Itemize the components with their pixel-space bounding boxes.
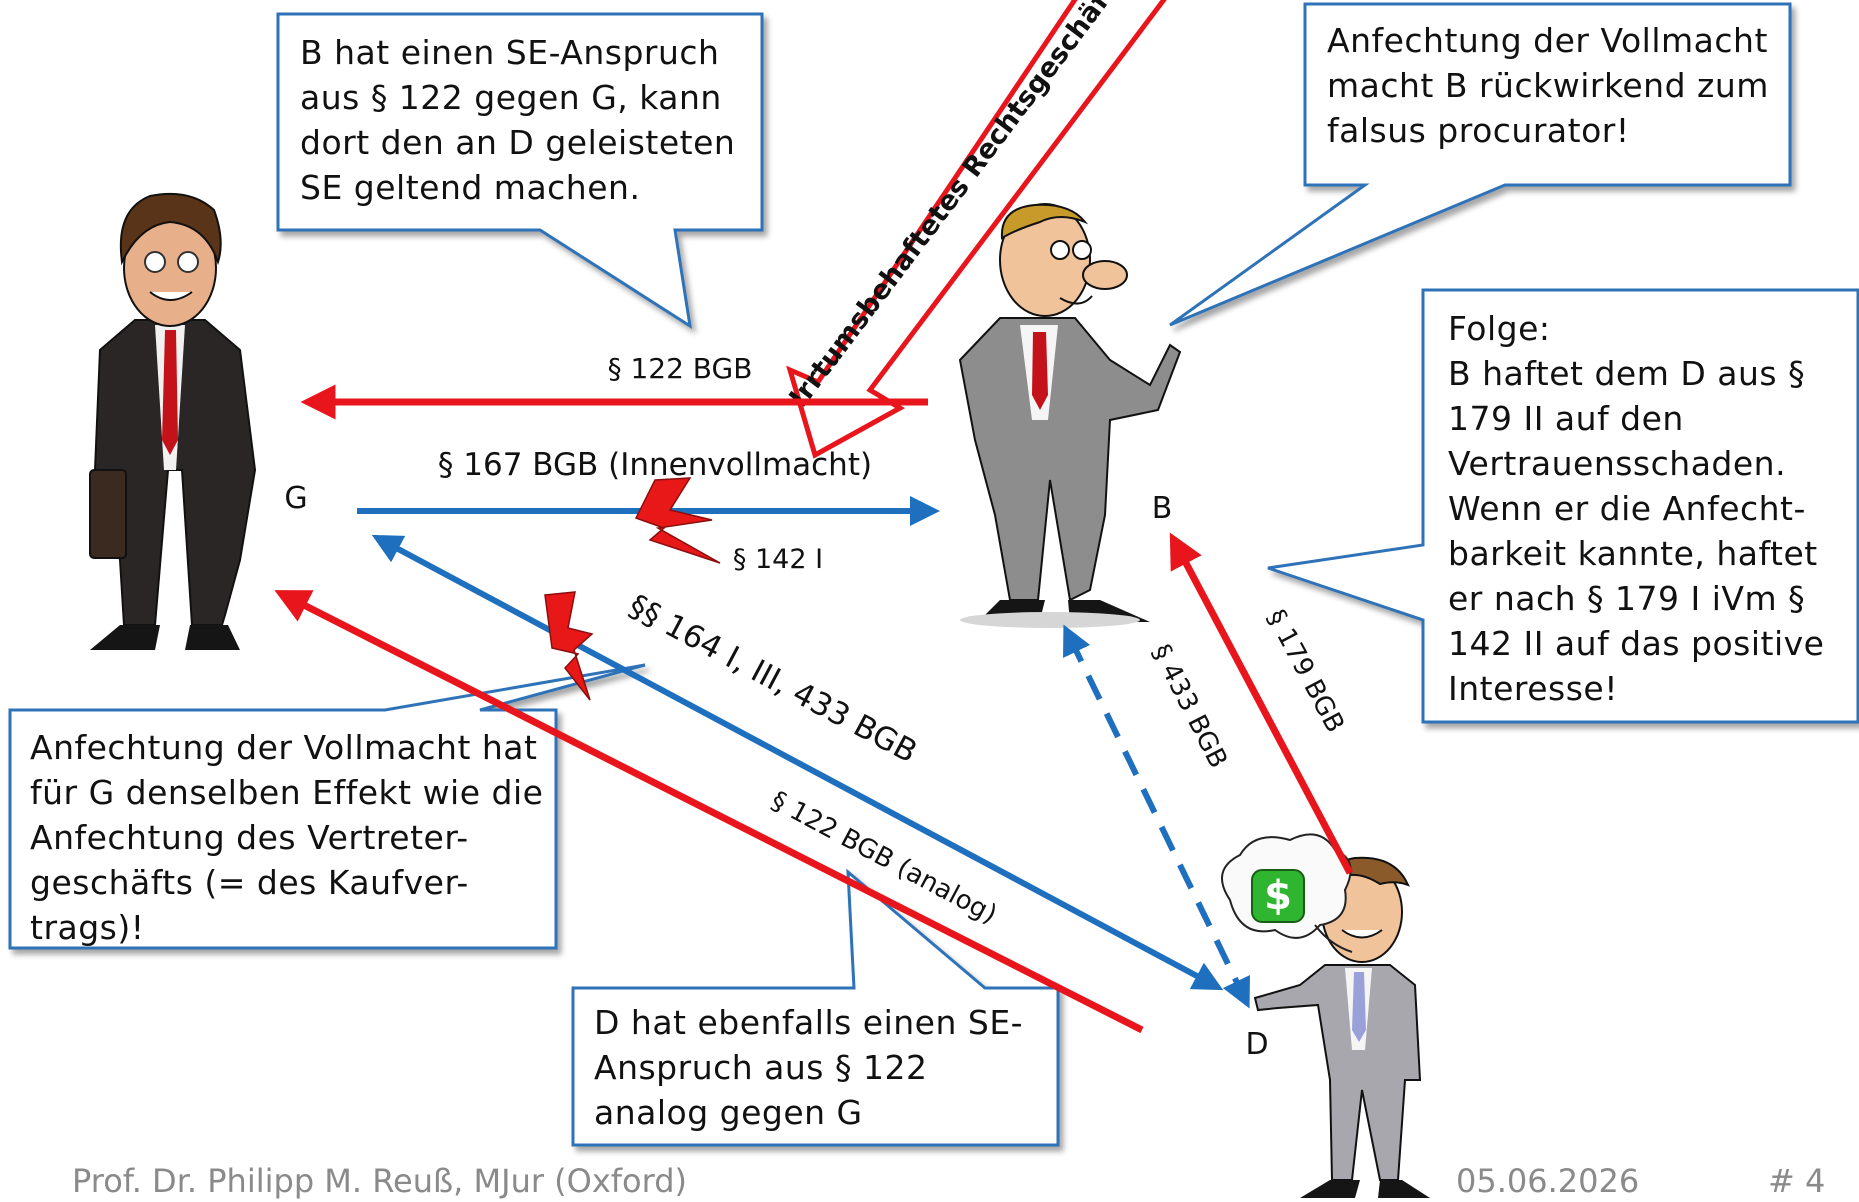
- dollar-sign-icon: [1251, 869, 1305, 923]
- person-g-figure: [89, 192, 257, 650]
- bubble-top-left-shape: [276, 12, 764, 330]
- label-179-bgb: § 179 BGB: [1260, 605, 1350, 738]
- bubble-left-text: Anfechtung der Vollmacht hat für G dense…: [30, 728, 544, 947]
- bubble-top-right-shape: [1169, 2, 1792, 327]
- party-b-label: B: [1152, 491, 1173, 526]
- label-122-bgb: § 122 BGB: [608, 352, 753, 385]
- bubble-right-text: Folge: B haftet dem D aus § 179 II auf d…: [1448, 309, 1825, 708]
- lightning-icon: [544, 591, 594, 701]
- party-g-label: G: [284, 481, 307, 516]
- label-433-bgb: § 433 BGB: [1145, 640, 1233, 773]
- label-164-433: §§ 164 I, III, 433 BGB: [623, 588, 923, 770]
- label-167-bgb: § 167 BGB (Innenvollmacht): [438, 447, 872, 483]
- party-d-label: D: [1245, 1027, 1268, 1062]
- dollar-sign-text: $: [1264, 873, 1292, 919]
- footer-author: Prof. Dr. Philipp M. Reuß, MJur (Oxford): [72, 1162, 688, 1200]
- bubble-bottom-text: D hat ebenfalls einen SE- Anspruch aus §…: [594, 1003, 1024, 1132]
- person-b-figure: [958, 203, 1182, 628]
- arrow-433-dashed-both: [1063, 624, 1250, 1009]
- lightning-icon: [634, 477, 721, 564]
- thought-bubble: $: [1221, 833, 1353, 953]
- footer-page-number: # 4: [1768, 1162, 1826, 1200]
- bubble-right-shape: [1267, 288, 1859, 724]
- footer-date: 05.06.2026: [1456, 1162, 1640, 1200]
- bubble-top-right-text: Anfechtung der Vollmacht macht B rückwir…: [1327, 21, 1769, 150]
- bubble-top-left-text: B hat einen SE-Anspruch aus § 122 gegen …: [300, 33, 736, 207]
- label-142: § 142 I: [733, 544, 823, 575]
